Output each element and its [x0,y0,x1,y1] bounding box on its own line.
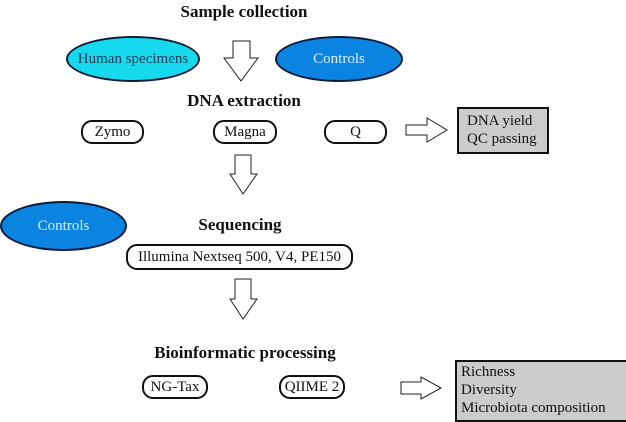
method-pill-magna: Magna [213,120,277,144]
method-label: Zymo [94,123,131,140]
down-arrow-icon [223,40,259,82]
tool-pill-ng-tax: NG-Tax [142,375,208,399]
heading-sample-collection: Sample collection [180,2,308,21]
method-label: Q [350,123,361,140]
result-dna-yield: DNA yield [467,113,533,129]
sequencing-platform-label: Illumina Nextseq 500, V4, PE150 [137,248,342,265]
controls-label-sample: Controls [313,50,365,67]
result-richness: Richness [461,364,516,380]
sequencing-platform-pill: Illumina Nextseq 500, V4, PE150 [126,244,353,270]
down-arrow-icon [229,154,258,195]
tool-label: NG-Tax [150,378,200,395]
heading-bioinformatic-processing: Bioinformatic processing [154,343,336,362]
tool-pill-qiime2: QIIME 2 [279,375,345,399]
controls-ellipse-sample: Controls [275,36,403,82]
right-arrow-icon [400,376,443,400]
result-microbiota-composition: Microbiota composition [461,400,606,416]
bioinformatic-results-box: Richness Diversity Microbiota compositio… [455,360,626,422]
right-arrow-icon [405,117,448,143]
method-label: Magna [224,123,266,140]
down-arrow-icon [229,278,258,320]
tool-label: QIIME 2 [284,378,340,395]
method-pill-q: Q [324,120,387,144]
controls-label-sequencing: Controls [37,217,90,234]
heading-dna-extraction: DNA extraction [187,91,301,110]
result-qc-passing: QC passing [467,131,537,147]
dna-extraction-results-box: DNA yield QC passing [457,107,549,154]
method-pill-zymo: Zymo [81,120,144,144]
controls-ellipse-sequencing: Controls [0,201,127,251]
human-specimens-ellipse: Human specimens [66,36,200,82]
heading-sequencing: Sequencing [198,215,282,234]
result-diversity: Diversity [461,382,517,398]
human-specimens-label: Human specimens [77,50,189,67]
